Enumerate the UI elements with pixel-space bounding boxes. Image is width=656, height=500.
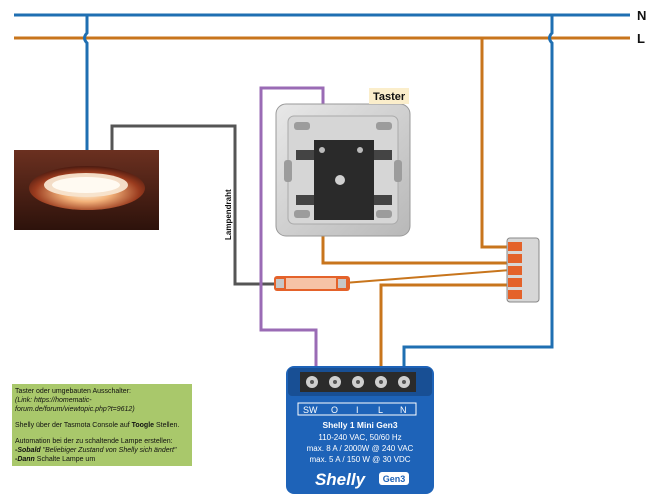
terminal-l: L [378, 405, 383, 415]
note-line-7-bold: -Dann [15, 456, 35, 463]
shelly-spec-max1: max. 8 A / 2000W @ 240 VAC [307, 444, 414, 453]
terminal-o: O [331, 405, 338, 415]
switch-sw-wire [259, 86, 325, 378]
live-distribution-connector [506, 237, 540, 303]
neutral-rail-label: N [637, 8, 646, 23]
note-line-2: (Link: https://homematic- [15, 397, 92, 404]
note-line-6: -Sobald "Beliebiger Zustand von Shelly s… [15, 447, 177, 454]
taster-label-bg [369, 88, 409, 104]
lamp-neutral-wire [83, 15, 89, 150]
terminal-i: I [356, 405, 359, 415]
shelly-device [286, 366, 434, 494]
shelly-neutral-wire [402, 15, 554, 378]
note-line-7: -Dann Schalte Lampe um [15, 456, 95, 463]
note-line-4-pre: Shelly über der Tasmota Console auf [15, 422, 132, 429]
note-line-6-rest: "Beliebiger Zustand von Shelly sich ände… [41, 447, 177, 454]
lamp-wire-connector [274, 276, 350, 291]
note-line-4: Shelly über der Tasmota Console auf Toog… [15, 422, 179, 429]
shelly-brand-logo: Shelly [315, 470, 367, 489]
shelly-spec-voltage: 110-240 VAC, 50/60 Hz [318, 433, 401, 442]
live-drop-wire [480, 38, 510, 249]
shelly-gen3-badge: Gen3 [383, 474, 406, 484]
terminal-n: N [400, 405, 407, 415]
note-line-5: Automation bei der zu schaltende Lampe e… [15, 438, 173, 445]
lamp-wire [110, 124, 282, 286]
shelly-output-wire [343, 269, 511, 284]
taster-label: Taster [373, 91, 406, 103]
note-box [12, 384, 192, 466]
note-line-6-bold: -Sobald [15, 447, 41, 454]
note-line-7-rest: Schalte Lampe um [35, 456, 95, 463]
live-rail-label: L [637, 31, 645, 46]
shelly-model: Shelly 1 Mini Gen3 [322, 420, 397, 430]
shelly-live-wire [379, 283, 510, 378]
note-line-3: forum.de/forum/viewtopic.php?t=9612) [15, 406, 135, 413]
terminal-sw: SW [303, 405, 318, 415]
note-line-4-bold: Toogle [132, 422, 155, 429]
note-line-4-post: Stellen. [154, 422, 179, 429]
shelly-gen3-badge-bg [379, 472, 409, 485]
note-line-1: Taster oder umgebauten Ausschalter: [15, 388, 131, 395]
shelly-spec-max2: max. 5 A / 150 W @ 30 VDC [309, 455, 410, 464]
wall-switch [275, 103, 411, 237]
lampendraht-label: Lampendraht [224, 189, 233, 240]
ceiling-lamp-image [14, 150, 159, 230]
